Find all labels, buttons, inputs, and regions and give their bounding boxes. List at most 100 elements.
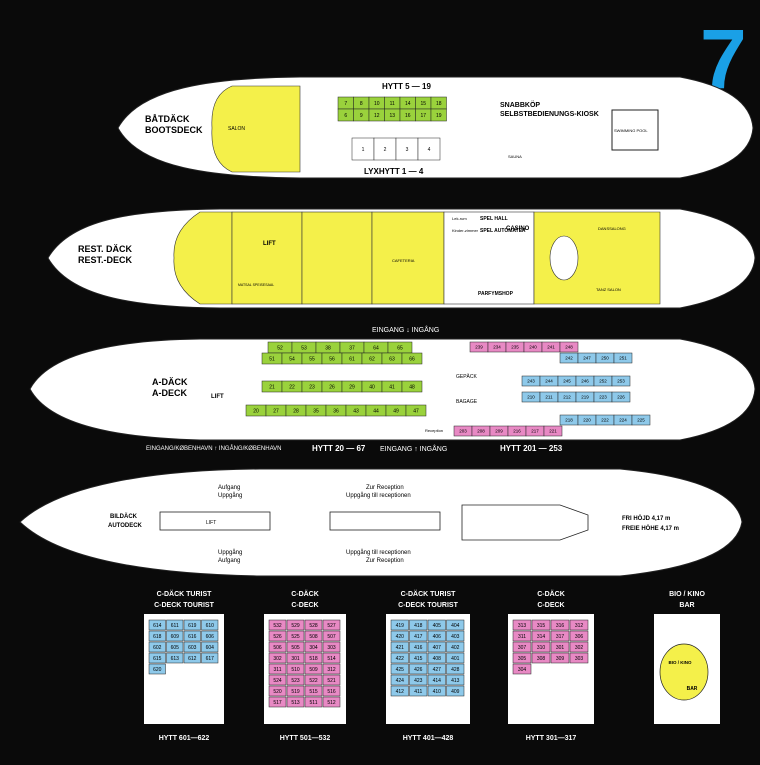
c-cabin-box (286, 652, 305, 664)
c-cabin-box (409, 674, 428, 686)
a-cabin: 63 (381, 352, 403, 365)
c-cabin: 417 (409, 630, 428, 642)
c-cabin-box (409, 630, 428, 642)
c-cabin-label: 618 (153, 634, 162, 640)
a-cabin: 47 (405, 404, 427, 417)
c-cabin-label: 405 (433, 623, 442, 629)
a-cabin-label: 47 (413, 408, 419, 414)
boat-bottom-label: LYXHYTT 1 — 4 (364, 167, 424, 176)
a-cabin-label: 23 (309, 384, 315, 390)
c-cabin-box (322, 663, 341, 675)
a-cabin-label: 211 (545, 395, 553, 400)
c-cabin-label: 613 (171, 656, 180, 662)
c-cabin-box (409, 663, 428, 675)
boat-lux-cabin: 4 (417, 137, 441, 161)
c-cabin-box (427, 619, 446, 631)
c-cabin: 517 (268, 696, 287, 708)
a-cabin: 234 (487, 341, 507, 353)
boat-kiosk-sv: SNABBKÖP (500, 100, 540, 109)
a-deck: EINGANG ↓ INGÅNG A-DÄCK A-DECK LIFT GEPÄ… (29, 325, 756, 453)
c-cabin: 312 (569, 619, 589, 631)
a-deck-entrance-left: EINGANG/KØBENHAVN ↑ INGÅNG/KØBENHAVN (146, 445, 281, 452)
a-cabin: 239 (469, 341, 489, 353)
boat-cabin-label: 17 (420, 113, 426, 119)
a-cabin-label: 26 (329, 384, 335, 390)
a-cabin: 55 (301, 352, 323, 365)
c-cabin-label: 422 (396, 656, 405, 662)
boat-lux-cabin-label: 3 (406, 147, 409, 153)
boat-cabin: 9 (353, 108, 370, 122)
c-cabin-box (201, 630, 219, 642)
c-cabin-box (569, 630, 589, 642)
boat-lux-cabin: 1 (351, 137, 375, 161)
boat-kiosk-de: SELBSTBEDIENUNGS-KIOSK (500, 111, 599, 118)
c-cabin-label: 306 (575, 634, 584, 640)
a-cabin: 242 (559, 352, 579, 364)
a-cabin-label: 44 (373, 408, 379, 414)
c-cabin-label: 518 (309, 656, 318, 662)
c-cabin-label: 611 (171, 623, 179, 629)
car-reception-top1: Zur Reception (366, 485, 404, 491)
rest-parfym: PARFYMSHOP (478, 291, 514, 297)
c-cabin-label: 415 (414, 656, 423, 662)
c-cabin: 511 (304, 696, 323, 708)
boat-cabin: 13 (384, 108, 401, 122)
rest-dining-1 (231, 211, 303, 305)
a-cabin-label: 252 (599, 379, 607, 384)
boat-salon-area (211, 85, 301, 173)
c-cabin-label: 409 (451, 689, 460, 695)
c-cabin-label: 514 (327, 656, 336, 662)
rest-casino-area (443, 211, 535, 305)
c-cabin-box (322, 696, 341, 708)
c-cabin: 315 (531, 619, 551, 631)
boat-lux-cabin-label: 1 (362, 147, 365, 153)
c-cabin-box (148, 652, 166, 664)
c-panel-caption: HYTT 601—622 (159, 735, 210, 742)
c-cabin: 303 (569, 652, 589, 664)
car-deck-lift: LIFT (206, 520, 216, 526)
c-panel-title2: C-DECK (291, 602, 318, 609)
a-cabin: 203 (453, 425, 473, 437)
c-cabin: 401 (446, 652, 465, 664)
a-cabin: 208 (471, 425, 491, 437)
boat-lux-cabin-box (417, 137, 441, 161)
c-cabin-label: 428 (451, 667, 460, 673)
a-cabin-label: 251 (619, 356, 627, 361)
a-cabin: 250 (595, 352, 615, 364)
c-cabin-box (390, 674, 409, 686)
c-cabin-label: 532 (273, 623, 282, 629)
c-cabin-box (409, 652, 428, 664)
boat-cabin-box (430, 108, 447, 122)
car-uppgang-top: Uppgång (218, 492, 242, 499)
c-cabin-box (512, 663, 532, 675)
boat-deck-name-sv: BÅTDÄCK (145, 114, 190, 124)
c-cabin: 506 (268, 641, 287, 653)
c-cabin: 508 (304, 630, 323, 642)
c-cabin-box (322, 652, 341, 664)
boat-cabin: 8 (353, 96, 370, 110)
rest-deck-name-sv: REST. DÄCK (78, 244, 133, 254)
c-panel-title1: C-DÄCK (291, 590, 319, 598)
rest-dance-label: DANSSALONG (598, 226, 626, 231)
c-cabin: 302 (268, 652, 287, 664)
a-cabin-label: 40 (369, 384, 375, 390)
a-cabin-label: 48 (409, 384, 415, 390)
c-cabin-box (550, 641, 570, 653)
c-panel-title1: C-DÄCK TURIST (401, 590, 457, 598)
a-deck-reception: Reception (425, 428, 443, 433)
c-cabin: 405 (427, 619, 446, 631)
c-cabin-box (390, 619, 409, 631)
car-height-sv: FRI HÖJD 4,17 m (622, 515, 670, 522)
c-cabin-label: 412 (396, 689, 405, 695)
a-cabin: 245 (557, 375, 577, 387)
a-cabin: 223 (593, 391, 613, 403)
a-cabin-label: 218 (565, 418, 573, 423)
c-cabin-label: 302 (575, 645, 584, 651)
c-cabin-label: 515 (309, 689, 318, 695)
boat-cabin: 7 (337, 96, 354, 110)
c-cabin-box (512, 641, 532, 653)
c-cabin-box (446, 685, 465, 697)
c-cabin-box (183, 619, 201, 631)
